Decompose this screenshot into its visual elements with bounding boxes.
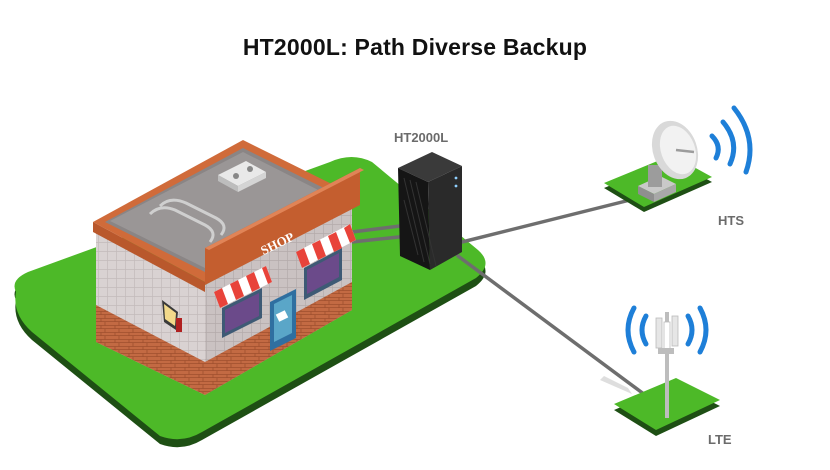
- shop-door: [270, 289, 296, 351]
- lte-label: LTE: [708, 432, 732, 447]
- lte-tower: [655, 312, 679, 418]
- cable-to-hts: [456, 193, 652, 245]
- ht2000l-device: [398, 152, 462, 270]
- right-window: [304, 248, 342, 300]
- satellite-dish: [638, 120, 699, 202]
- left-window: [222, 288, 262, 338]
- right-awning: [296, 224, 356, 268]
- shop-building: SHOP: [93, 140, 364, 395]
- cable-shop-to-device: [350, 223, 410, 234]
- left-awning: [214, 266, 272, 308]
- cable-shop-to-device-2: [350, 234, 410, 244]
- rooftop-ac-units: [218, 161, 266, 192]
- lte-platform: [600, 376, 720, 436]
- wall-lantern: [162, 300, 182, 332]
- diagram-title: HT2000L: Path Diverse Backup: [242, 34, 588, 60]
- roof-pipes: [148, 198, 226, 243]
- device-label: HT2000L: [394, 130, 449, 145]
- cables: [350, 193, 670, 414]
- cable-to-lte: [456, 254, 670, 414]
- hts-label: HTS: [718, 213, 744, 228]
- lte-signal-waves: [625, 305, 709, 355]
- hts-signal-waves: [709, 105, 753, 175]
